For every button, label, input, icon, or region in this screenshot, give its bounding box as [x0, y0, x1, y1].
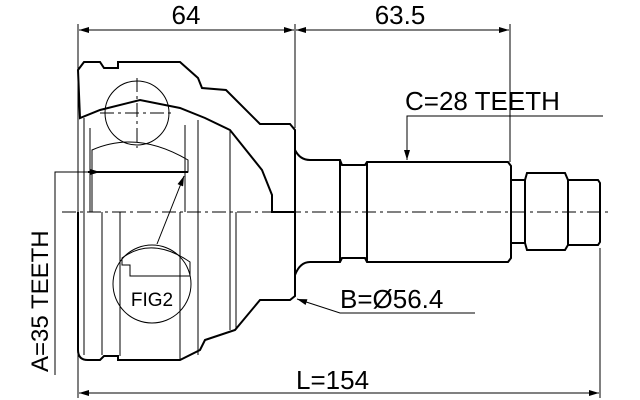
dimension-64-label: 64 [172, 0, 201, 30]
diameter-callout: B=Ø56.4 [296, 284, 475, 314]
dimension-63-5-label: 63.5 [375, 0, 426, 30]
inner-spline-label: A=35 TEETH [27, 230, 54, 372]
fig2-detail-circle [112, 244, 192, 324]
fig2-section [121, 247, 191, 277]
fig2-leader [156, 175, 185, 245]
housing-outline [77, 212, 296, 361]
outer-spline-label: C=28 TEETH [405, 86, 560, 116]
housing-section [76, 61, 296, 213]
diameter-label: B=Ø56.4 [340, 284, 443, 314]
shaft [294, 149, 601, 276]
inner-race-section [91, 141, 189, 173]
fig2-label: FIG2 [131, 290, 173, 311]
total-length-label: L=154 [296, 365, 369, 395]
housing-inner-lines [83, 118, 237, 360]
inner-spline-callout: A=35 TEETH [27, 169, 100, 375]
outer-spline-callout: C=28 TEETH [404, 86, 603, 160]
